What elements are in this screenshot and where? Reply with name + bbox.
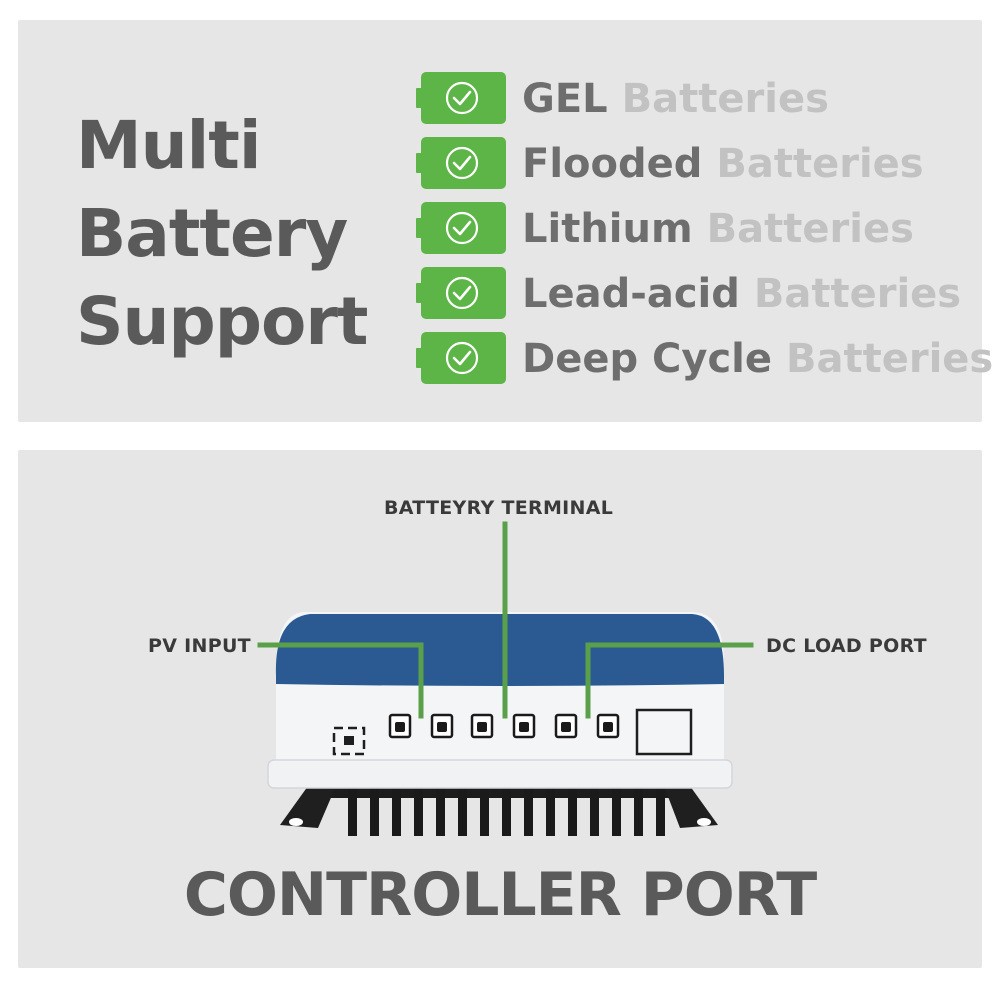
battery-check-icon	[416, 202, 506, 254]
battery-type: Deep Cycle	[522, 336, 772, 382]
terminal-port-icon	[596, 713, 620, 739]
square-button-icon	[332, 726, 366, 756]
battery-type: GEL	[522, 76, 608, 122]
battery-row-flooded: Flooded Batteries	[416, 135, 976, 191]
battery-check-icon	[416, 137, 506, 189]
headline-line-3: Support	[76, 283, 368, 360]
battery-suffix: Batteries	[786, 336, 994, 382]
controller-port-panel: BATTEYRY TERMINAL PV INPUT DC LOAD PORT …	[18, 450, 982, 968]
battery-type: Lithium	[522, 206, 693, 252]
terminal-port-icon	[470, 713, 494, 739]
battery-label: Flooded Batteries	[522, 139, 924, 189]
pv-input-label: PV INPUT	[148, 635, 251, 657]
dc-load-leader-line	[585, 642, 754, 719]
battery-label: GEL Batteries	[522, 74, 829, 124]
battery-check-icon	[416, 72, 506, 124]
terminal-port-icon	[430, 713, 454, 739]
battery-support-panel: Multi Battery Support GEL Batteries	[18, 20, 993, 422]
battery-row-lithium: Lithium Batteries	[416, 200, 976, 256]
headline: Multi Battery Support	[76, 102, 368, 366]
controller-diagram	[257, 521, 754, 836]
controller-port-title: CONTROLLER PORT	[183, 860, 817, 930]
battery-row-deep-cycle: Deep Cycle Batteries	[416, 330, 993, 386]
dc-load-port-label: DC LOAD PORT	[766, 635, 927, 657]
battery-type: Flooded	[522, 141, 703, 187]
heatsink	[280, 782, 718, 836]
battery-label: Deep Cycle Batteries	[522, 334, 993, 384]
battery-suffix: Batteries	[706, 206, 914, 252]
battery-check-icon	[416, 267, 506, 319]
leader-lines	[257, 521, 754, 719]
terminal-port-icon	[554, 713, 578, 739]
battery-row-gel: GEL Batteries	[416, 70, 976, 126]
battery-suffix: Batteries	[621, 76, 829, 122]
controller-casing	[267, 611, 733, 789]
battery-label: Lithium Batteries	[522, 204, 914, 254]
battery-suffix: Batteries	[753, 271, 962, 317]
terminal-port-icon	[512, 713, 536, 739]
battery-terminal-label: BATTEYRY TERMINAL	[384, 497, 614, 519]
headline-line-1: Multi	[76, 107, 261, 184]
pv-input-leader-line	[257, 642, 424, 719]
battery-suffix: Batteries	[716, 141, 924, 187]
battery-check-icon	[416, 332, 506, 384]
battery-row-lead-acid: Lead-acid Batteries	[416, 265, 976, 321]
battery-type: Lead-acid	[522, 271, 740, 317]
terminal-port-icon	[388, 713, 412, 739]
terminal-ports	[388, 708, 693, 756]
battery-label: Lead-acid Batteries	[522, 269, 961, 319]
display-window	[635, 708, 693, 756]
headline-line-2: Battery	[76, 195, 348, 272]
